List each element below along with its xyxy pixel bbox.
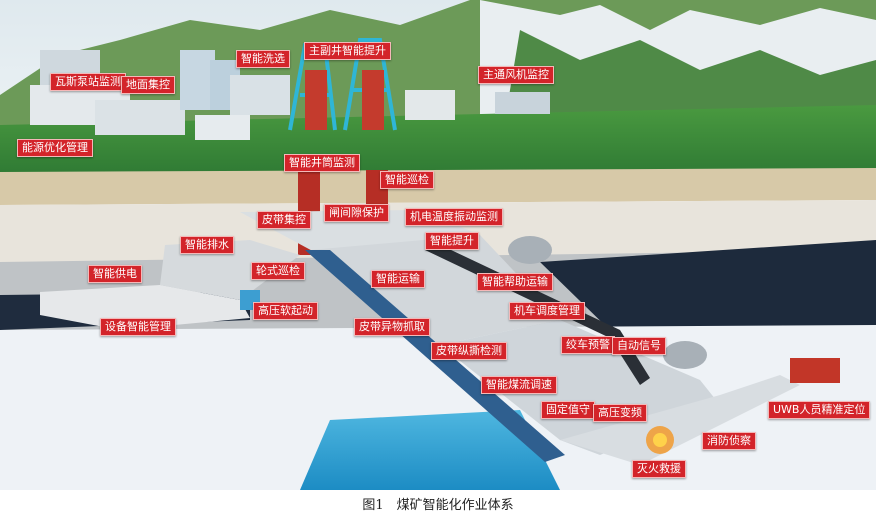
fire-core	[653, 433, 667, 447]
surface-buildings	[30, 50, 550, 140]
label-wheel-inspection: 轮式巡检	[251, 262, 305, 280]
label-smart-transport: 智能运输	[371, 270, 425, 288]
tunnel-portal-2	[663, 341, 707, 369]
label-belt-foreign-object: 皮带异物抓取	[354, 318, 430, 336]
water-area	[300, 410, 560, 490]
label-smart-hoisting: 智能提升	[425, 232, 479, 250]
label-uwb-positioning: UWB人员精准定位	[768, 401, 871, 419]
label-gas-pump-monitoring: 瓦斯泵站监测	[50, 73, 126, 91]
label-main-shaft-hoisting: 主副井智能提升	[304, 42, 391, 60]
tunnel-portal-1	[508, 236, 552, 264]
label-coal-flow-speed: 智能煤流调速	[481, 376, 557, 394]
label-auto-signal: 自动信号	[612, 337, 666, 355]
label-locomotive-dispatch: 机车调度管理	[509, 302, 585, 320]
label-smart-drainage: 智能排水	[180, 236, 234, 254]
label-smart-washing: 智能洗选	[236, 50, 290, 68]
figure-caption: 图1 煤矿智能化作业体系	[362, 498, 514, 513]
label-surface-control: 地面集控	[121, 76, 175, 94]
label-aux-transport: 智能帮助运输	[477, 273, 553, 291]
label-hv-soft-start: 高压软起动	[253, 302, 318, 320]
label-shaft-monitoring: 智能井筒监测	[284, 154, 360, 172]
label-fixed-watch: 固定值守	[541, 401, 595, 419]
soil-layer	[0, 168, 876, 205]
label-temp-vibration: 机电温度振动监测	[405, 208, 503, 226]
label-energy-optimization: 能源优化管理	[17, 139, 93, 157]
label-belt-control: 皮带集控	[257, 211, 311, 229]
label-smart-inspection: 智能巡检	[380, 171, 434, 189]
label-hv-frequency: 高压变频	[593, 404, 647, 422]
label-smart-power: 智能供电	[88, 265, 142, 283]
label-fire-rescue: 灭火救援	[632, 460, 686, 478]
label-brake-gap: 闸间隙保护	[324, 204, 389, 222]
label-main-fan-monitoring: 主通风机监控	[478, 66, 554, 84]
headframe-bases	[305, 70, 384, 130]
label-fire-detection: 消防侦察	[702, 432, 756, 450]
label-equipment-management: 设备智能管理	[100, 318, 176, 336]
red-equipment	[790, 358, 840, 383]
coal-seam-right	[540, 240, 876, 340]
label-winch-warning: 绞车预警	[561, 336, 615, 354]
label-belt-tear-detection: 皮带纵撕检测	[431, 342, 507, 360]
